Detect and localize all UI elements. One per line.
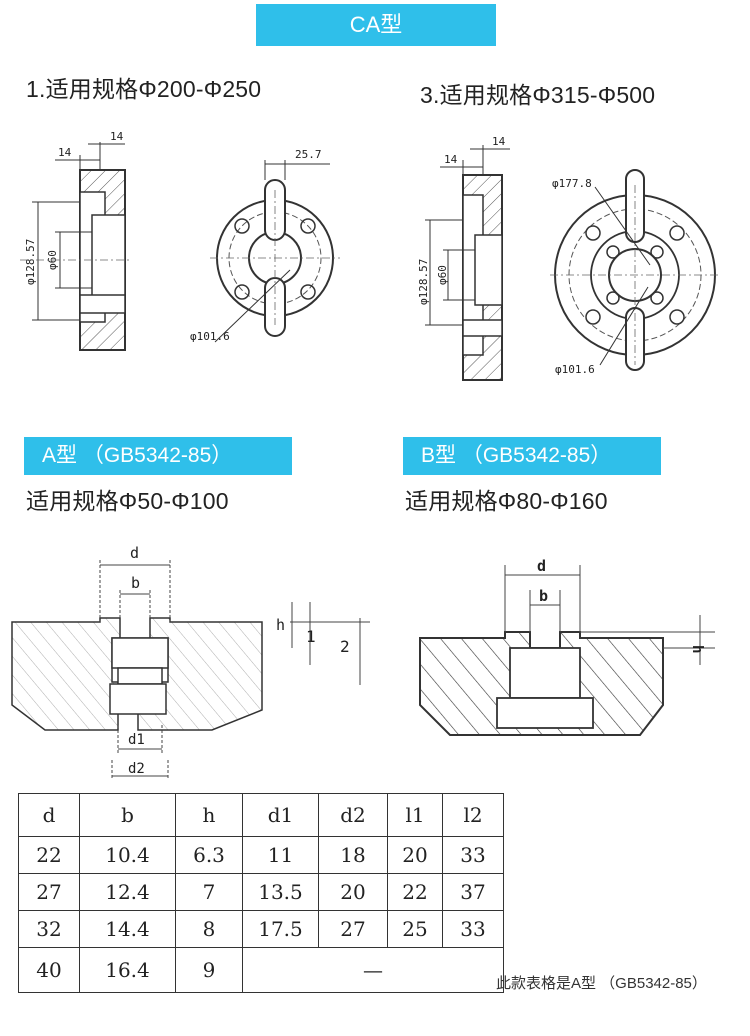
ca3-dim-d1016: φ101.6 — [555, 363, 595, 376]
b-dim-d: d — [537, 557, 546, 575]
a-dim-h: h — [276, 616, 285, 634]
ca3-section-drawing: 14 14 φ128.57 φ60 φ177.8 φ101.6 — [417, 135, 720, 381]
ca1-section-drawing: 14 14 φ128.57 φ60 25.7 φ101.6 — [20, 130, 340, 351]
table-cell: 33 — [442, 836, 504, 874]
table-header-cell: l1 — [387, 793, 443, 837]
table-cell: 22 — [387, 873, 443, 911]
table-cell: 16.4 — [79, 947, 176, 993]
table-cell: 33 — [442, 910, 504, 948]
ca1-dim-top14: 14 — [110, 130, 124, 143]
a-dim-d2: d2 — [128, 761, 145, 777]
a-dim-b: b — [131, 574, 140, 592]
a-dim-l2: 2 — [340, 637, 350, 656]
b-dim-b: b — [539, 587, 548, 605]
table-header-row: d b h d1 d2 l1 l2 — [18, 793, 504, 837]
table-header-cell: d1 — [242, 793, 319, 837]
ca1-dim-w257: 25.7 — [295, 148, 322, 161]
table-header-cell: b — [79, 793, 176, 837]
table-cell: 7 — [175, 873, 243, 911]
ca3-dim-d1778: φ177.8 — [552, 177, 592, 190]
table-row: 27 12.4 7 13.5 20 22 37 — [18, 873, 504, 911]
table-cell: 8 — [175, 910, 243, 948]
ca3-dim-left14: 14 — [444, 153, 458, 166]
ca1-dim-d12857: φ128.57 — [24, 239, 37, 285]
a-type-drawing: d b h 1 2 d1 d2 — [11, 544, 370, 780]
table-row: 40 16.4 9 — — [18, 947, 504, 993]
table-cell: 32 — [18, 910, 80, 948]
spec-table: d b h d1 d2 l1 l2 22 10.4 6.3 11 18 20 3… — [18, 793, 504, 993]
table-cell: 40 — [18, 947, 80, 993]
table-note: 此款表格是A型 （GB5342-85） — [496, 975, 707, 992]
table-header-cell: d2 — [318, 793, 388, 837]
ca3-dim-top14: 14 — [492, 135, 506, 148]
table-cell: — — [242, 947, 504, 993]
a-dim-l1: 1 — [306, 627, 316, 646]
page-title: CA型 — [256, 4, 496, 46]
table-cell: 22 — [18, 836, 80, 874]
table-row: 22 10.4 6.3 11 18 20 33 — [18, 836, 504, 874]
a-type-badge: A型 （GB5342-85） — [24, 437, 292, 475]
ca1-dim-d1016: φ101.6 — [190, 330, 230, 343]
b-dim-h: h — [689, 645, 705, 653]
a-dim-d: d — [130, 544, 139, 562]
table-cell: 9 — [175, 947, 243, 993]
b-type-drawing: d b h — [419, 557, 715, 736]
table-cell: 14.4 — [79, 910, 176, 948]
table-cell: 20 — [318, 873, 388, 911]
table-cell: 25 — [387, 910, 443, 948]
table-cell: 27 — [18, 873, 80, 911]
ca1-dim-left14: 14 — [58, 146, 72, 159]
a-spec-label: 适用规格Φ50-Φ100 — [26, 488, 229, 514]
b-type-badge: B型 （GB5342-85） — [403, 437, 661, 475]
ca1-spec-label: 1.适用规格Φ200-Φ250 — [26, 76, 262, 102]
table-cell: 12.4 — [79, 873, 176, 911]
table-cell: 20 — [387, 836, 443, 874]
table-cell: 10.4 — [79, 836, 176, 874]
table-row: 32 14.4 8 17.5 27 25 33 — [18, 910, 504, 948]
table-header-cell: l2 — [442, 793, 504, 837]
table-cell: 18 — [318, 836, 388, 874]
table-header-cell: h — [175, 793, 243, 837]
ca3-dim-d12857: φ128.57 — [417, 259, 430, 305]
table-cell: 11 — [242, 836, 319, 874]
table-cell: 17.5 — [242, 910, 319, 948]
table-cell: 13.5 — [242, 873, 319, 911]
ca3-spec-label: 3.适用规格Φ315-Φ500 — [420, 82, 656, 108]
table-cell: 6.3 — [175, 836, 243, 874]
table-header-cell: d — [18, 793, 80, 837]
ca3-dim-d60: φ60 — [436, 265, 449, 285]
b-spec-label: 适用规格Φ80-Φ160 — [405, 488, 608, 514]
a-dim-d1: d1 — [128, 732, 145, 748]
table-cell: 27 — [318, 910, 388, 948]
table-cell: 37 — [442, 873, 504, 911]
